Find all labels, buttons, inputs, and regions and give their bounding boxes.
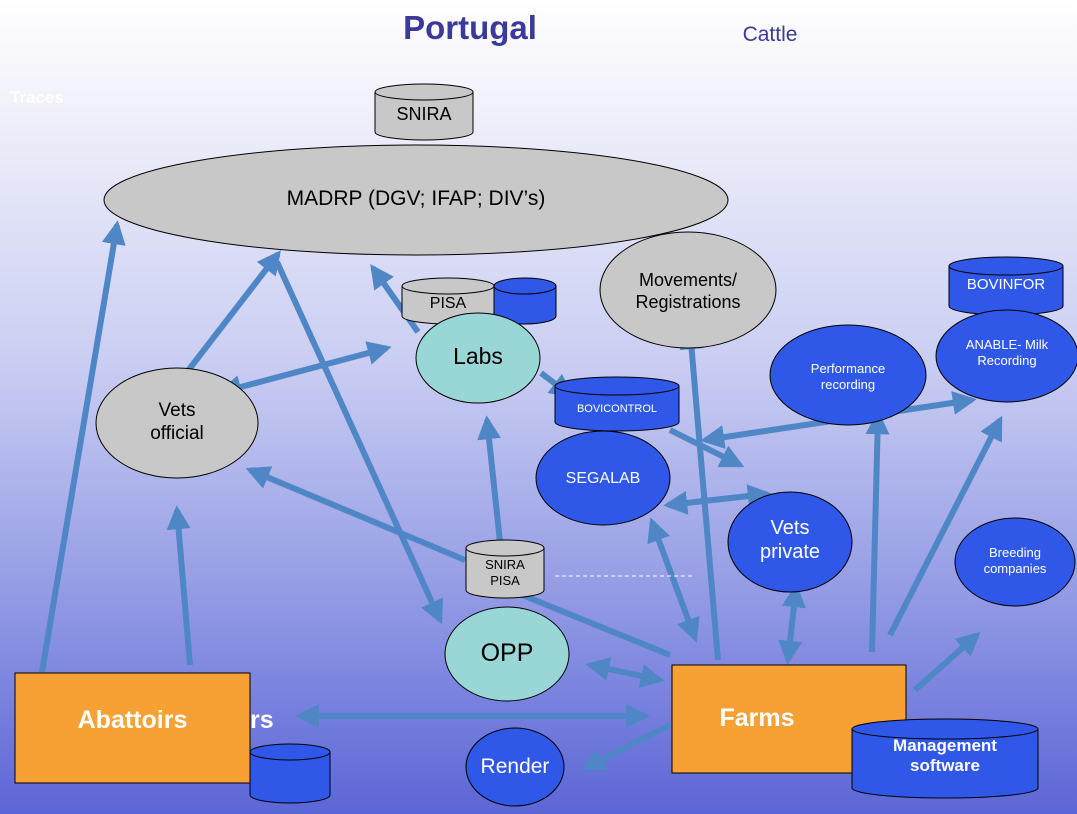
labs-node[interactable] [415,312,541,404]
snira-pisa-database-icon [465,539,545,599]
arrow-snira-pisa-vets-official [245,466,467,563]
arrow-abattoirs-madrp [39,220,126,673]
arrow-farms-movements [679,325,721,661]
arrow-opp-farms [585,657,665,688]
breeding-node[interactable] [954,517,1076,607]
arrow-vets-official-labs [217,341,392,399]
abattoirs-label: Abattoirs [77,706,188,734]
corner-label: Traces [10,88,64,107]
abattoirs-database-icon [249,743,331,804]
vets-official-node[interactable] [95,367,259,479]
arrow-segalab-vets-private [663,484,772,515]
render-label: Render [480,755,550,778]
arrow-farms-performance [865,410,890,653]
madrp-label: MADRP (DGV; IFAP; DIV’s) [286,187,546,210]
vets-private-node[interactable] [727,491,853,593]
arrow-vets-official-madrp [184,250,281,374]
farms-label: Farms [719,704,795,732]
page-subtitle: Cattle [742,23,798,46]
management-label: Management software [893,736,997,776]
opp-label: OPP [480,639,534,667]
arrow-labs-pisa [370,264,421,334]
performance-label: Performance recording [810,361,886,392]
vets-private-label: Vets private [759,517,821,563]
arrow-bovicontrol-vets-private [668,427,745,468]
opp-node[interactable] [444,606,570,702]
arrow-abattoirs-vets-official [166,505,193,666]
snira-top-label: SNIRA [396,104,452,124]
page-title: Portugal [403,9,537,46]
snira-top-database-icon [374,83,474,141]
abattoirs-node[interactable] [14,672,251,784]
bovicontrol-database-icon [554,376,680,432]
bovinfor-database-icon [948,256,1064,316]
anable-node[interactable] [935,309,1077,403]
arrow-farms-anable [887,415,1003,637]
segalab-label: SEGALAB [565,470,641,487]
abattoirs-shadow-label: rs [250,706,274,734]
arrows [39,220,1003,771]
arrow-farms-render [580,722,672,771]
arrow-snira-pisa-farms [508,587,672,658]
render-node[interactable] [465,727,565,807]
breeding-label: Breeding companies [983,545,1047,576]
labs-label: Labs [453,343,503,369]
movements-node[interactable] [599,231,777,349]
madrp-node[interactable] [103,144,729,256]
pisa-label: PISA [429,295,467,312]
performance-node[interactable] [769,324,927,426]
vets-official-label: Vets official [150,400,204,444]
arrow-farms-breeding [913,631,981,693]
arrow-farms-segalab [647,517,700,643]
arrow-madrp-opp [274,260,443,625]
arrow-snira-pisa-labs [477,415,503,543]
management-database-icon [851,718,1039,799]
arrow-farms-vets-private [778,583,806,665]
movements-label: Movements/ Registrations [635,270,741,312]
snira-pisa-label: SNIRA PISA [485,557,525,588]
bovicontrol-label: BOVICONTROL [576,403,658,415]
anable-label: ANABLE- Milk Recording [965,337,1049,368]
bovinfor-label: BOVINFOR [966,276,1046,293]
